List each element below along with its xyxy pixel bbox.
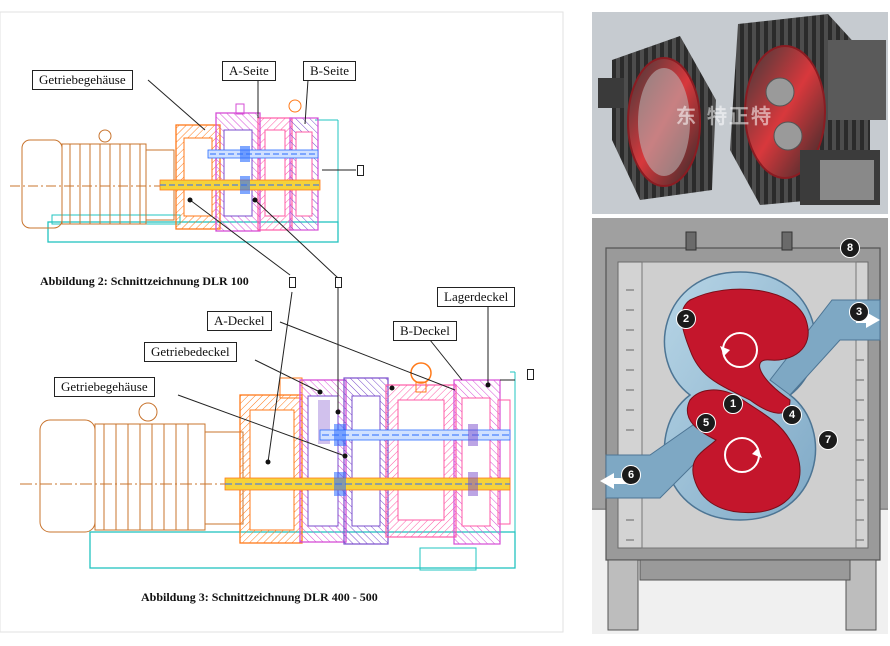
- bottom-gear-housing: [239, 377, 303, 544]
- caption-dlr-100: Abbildung 2: Schnittzeichnung DLR 100: [40, 274, 249, 288]
- label-b-deckel: B-Deckel: [393, 321, 457, 341]
- outlet-arrow-icon: [600, 473, 626, 489]
- label-b-seite: B-Seite: [303, 61, 356, 81]
- schematic-number-7: 7: [818, 430, 838, 450]
- schematic-number-5: 5: [696, 413, 716, 433]
- bottom-leader-dot: [389, 385, 395, 391]
- label-a-seite: A-Seite: [222, 61, 276, 81]
- bottom-leader-dot: [265, 459, 271, 465]
- schematic-number-8: 8: [840, 238, 860, 258]
- bottom-leader-dot: [335, 409, 341, 415]
- inlet-arrow-icon: [856, 312, 880, 328]
- schematic-number-1: 1: [723, 394, 743, 414]
- schematic-number-6: 6: [621, 465, 641, 485]
- top-leader-dot: [187, 197, 193, 203]
- schematic-number-3: 3: [849, 302, 869, 322]
- pump-photo: [592, 12, 888, 214]
- bottom-leader-dot: [317, 389, 323, 395]
- top-a-side: [215, 103, 261, 232]
- bottom-drawing: [20, 288, 516, 571]
- photo-watermark: 东 特正特: [676, 104, 773, 128]
- label-getriebegehaeuse-bottom: Getriebegehäuse: [54, 377, 155, 397]
- schematic-rotor-top: [681, 288, 809, 414]
- bottom-leader-lines: [177, 288, 515, 463]
- schematic-inlet-duct: [769, 299, 881, 396]
- bottom-leader-dot: [485, 382, 491, 388]
- bottom-shafts: [224, 424, 511, 496]
- bottom-motor: [20, 402, 250, 533]
- bottom-gear-cover: [299, 379, 347, 543]
- bottom-rotor-chamber: [385, 362, 457, 538]
- label-lagerdeckel: Lagerdeckel: [437, 287, 516, 307]
- top-leader-dot: [252, 197, 258, 203]
- top-shafts: [159, 146, 321, 194]
- photo-chamber-right: [744, 45, 826, 179]
- top-b-side: [289, 117, 319, 231]
- pump-schematic: [592, 218, 888, 634]
- schematic-number-2: 2: [676, 309, 696, 329]
- bottom-leader-dot: [342, 453, 348, 459]
- top-gear-housing: [175, 124, 221, 230]
- caption-dlr-400-500: Abbildung 3: Schnittzeichnung DLR 400 - …: [141, 590, 378, 604]
- callout-marker: [335, 277, 342, 288]
- callout-marker: [527, 369, 534, 380]
- label-a-deckel: A-Deckel: [207, 311, 272, 331]
- top-motor: [10, 129, 180, 229]
- callout-marker: [357, 165, 364, 176]
- bottom-b-cover: [453, 379, 511, 545]
- schematic-number-4: 4: [782, 405, 802, 425]
- top-leader-lines: [147, 79, 356, 279]
- label-getriebegehaeuse-top: Getriebegehäuse: [32, 70, 133, 90]
- bottom-a-cover: [343, 377, 389, 545]
- top-drawing: [10, 79, 356, 279]
- callout-marker: [289, 277, 296, 288]
- label-getriebedeckel: Getriebedeckel: [144, 342, 237, 362]
